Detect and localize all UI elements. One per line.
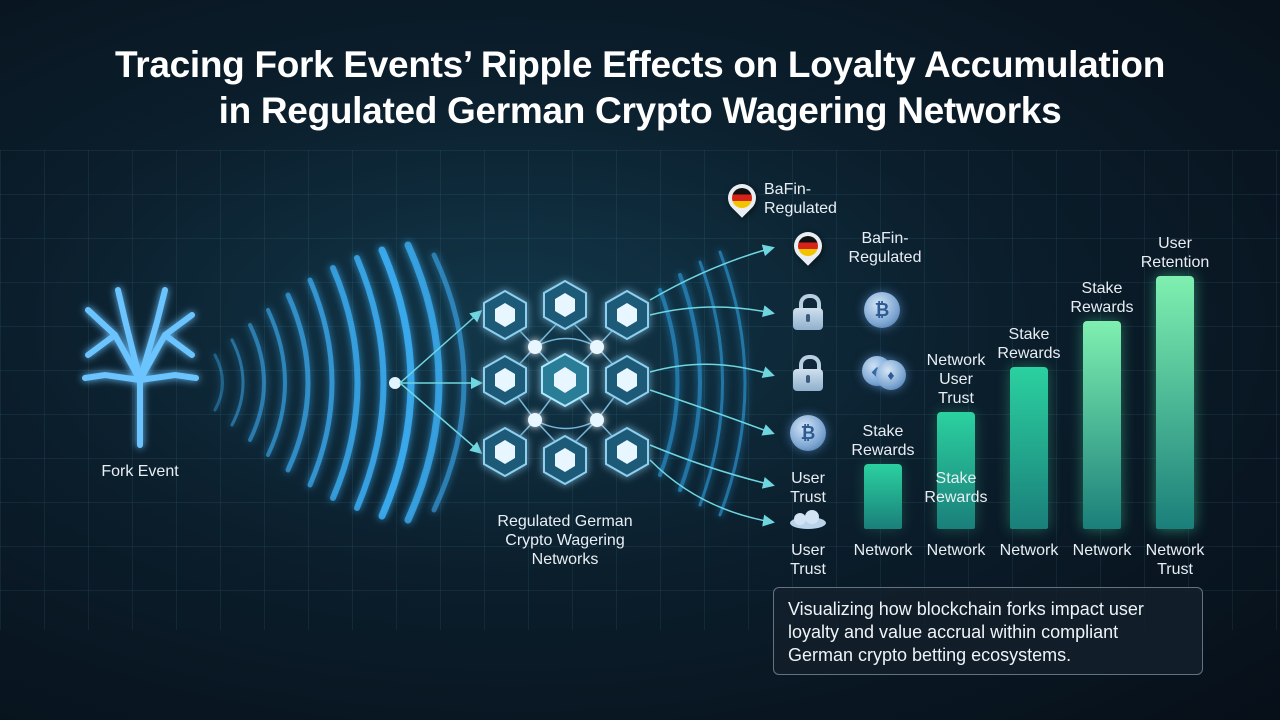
user-trust-label-bottom: User Trust (790, 542, 826, 578)
source-arrows (389, 310, 483, 454)
bar-1 (864, 464, 902, 529)
bar-5-top-label: User Retention (1140, 234, 1210, 271)
bar-4-top-label: Stake Rewards (1070, 280, 1134, 316)
bafin-label-top: BaFin- Regulated (764, 181, 837, 217)
bar-2 (937, 412, 975, 529)
cloud-icon (790, 510, 826, 529)
bar-4 (1083, 321, 1121, 529)
bar-3-top-label: Stake Rewards (997, 325, 1061, 362)
bar-2-bottom-label: Network (926, 542, 986, 559)
bar-1-top-label: Stake Rewards (851, 423, 915, 459)
bar-3-bottom-label: Network (999, 542, 1059, 559)
lock-icon-2 (793, 355, 823, 391)
bar-5-bottom-label: Network Trust (1145, 542, 1205, 578)
bar-3 (1010, 366, 1048, 529)
bar-2-top-label: Network User Trust (926, 352, 986, 407)
network-hex-nodes (483, 279, 649, 486)
bar-2-mid-label: Stake Rewards (924, 470, 988, 506)
title-line-1: Tracing Fork Events’ Ripple Effects on L… (114, 44, 1166, 85)
fork-tree-icon (82, 287, 199, 448)
bar-4-bottom-label: Network (1072, 542, 1132, 559)
lock-icon (793, 294, 823, 330)
bafin-label-second: BaFin- Regulated (848, 230, 922, 266)
caption-box: Visualizing how blockchain forks impact … (773, 587, 1203, 675)
caption-text: Visualizing how blockchain forks impact … (788, 599, 1144, 665)
network-label: Regulated German Crypto Wagering Network… (497, 513, 633, 568)
ethereum-coin-icon: ♦ (876, 360, 906, 390)
ripple-waves-right (658, 250, 747, 517)
fork-event-label: Fork Event (101, 463, 179, 480)
title-line-2: in Regulated German Crypto Wagering Netw… (218, 90, 1062, 131)
page-title: Tracing Fork Events’ Ripple Effects on L… (0, 42, 1280, 134)
output-arrows (649, 244, 775, 527)
user-trust-label-side: User Trust (790, 470, 826, 506)
bar-5 (1156, 275, 1194, 529)
bitcoin-coin-icon-2: ₿ (790, 415, 826, 451)
bitcoin-coin-icon: ₿ (864, 292, 900, 328)
bar-1-bottom-label: Network (853, 542, 913, 559)
